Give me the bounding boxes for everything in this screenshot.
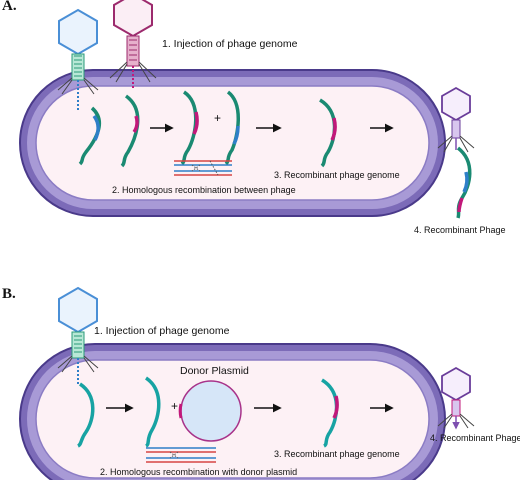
dna-strand-insert bbox=[92, 114, 100, 141]
recombination-crossover-icon bbox=[146, 447, 216, 463]
recombination-crossover-icon bbox=[174, 160, 232, 176]
plus-sign: + bbox=[171, 399, 178, 413]
donor-plasmid-label: Donor Plasmid bbox=[180, 365, 249, 377]
dna-strand-icon bbox=[77, 382, 95, 448]
dna-strand-icon bbox=[144, 376, 161, 448]
step-2-label: 2. Homologous recombination with donor p… bbox=[100, 467, 297, 477]
dna-strand-insert bbox=[462, 171, 469, 193]
step-4-label: 4. Recombinant Phage bbox=[414, 225, 506, 235]
phage-icon bbox=[57, 286, 99, 384]
plasmid-icon bbox=[178, 380, 242, 442]
panel-b: B. 1. Injection of phage genome + Donor … bbox=[2, 286, 520, 480]
phage-icon bbox=[109, 0, 157, 90]
dna-strand-insert bbox=[457, 197, 464, 213]
step-3-label: 3. Recombinant phage genome bbox=[274, 170, 400, 180]
step-4-label: 4. Recombinant Phage bbox=[430, 433, 520, 443]
dna-strand-insert bbox=[132, 115, 139, 134]
step-2-label: 2. Homologous recombination between phag… bbox=[112, 185, 296, 195]
phage-icon bbox=[57, 8, 99, 110]
panel-a: A. 1. Injection of phage ge bbox=[2, 0, 506, 235]
step-3-label: 3. Recombinant phage genome bbox=[274, 449, 400, 459]
plus-sign: + bbox=[214, 111, 221, 125]
dna-strand-icon bbox=[78, 106, 101, 166]
phage-icon bbox=[437, 86, 475, 153]
panel-b-letter: B. bbox=[2, 286, 16, 302]
dna-strand-insert bbox=[330, 117, 337, 141]
dna-strand-icon bbox=[120, 94, 140, 168]
dna-strand-insert bbox=[232, 125, 240, 145]
dna-strand-insert bbox=[192, 111, 199, 135]
phage-icon bbox=[437, 366, 475, 430]
step-1-label: 1. Injection of phage genome bbox=[94, 325, 230, 337]
dna-strand-icon bbox=[318, 98, 337, 168]
dna-strand-icon bbox=[320, 378, 339, 448]
dna-strand-insert bbox=[332, 395, 339, 419]
panel-a-letter: A. bbox=[2, 0, 17, 14]
step-1-label: 1. Injection of phage genome bbox=[162, 38, 298, 50]
